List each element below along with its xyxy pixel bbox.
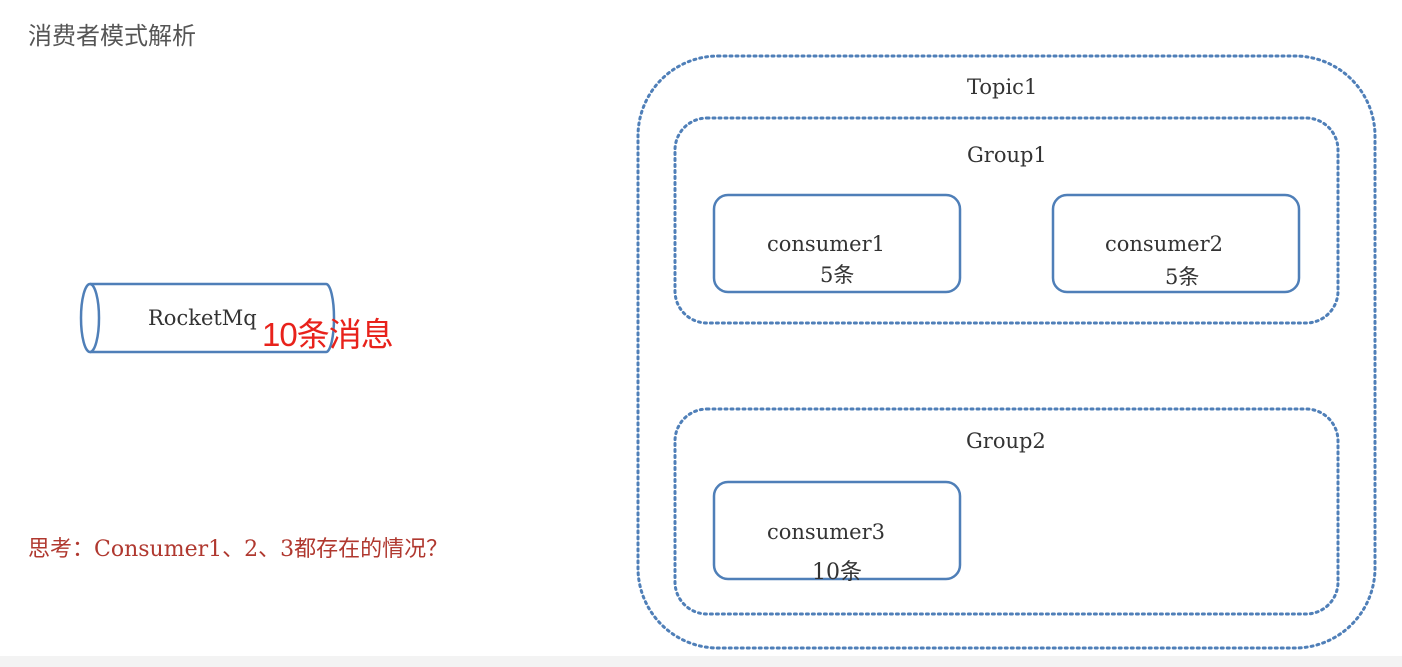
consumer1-count: 5条 xyxy=(820,263,855,287)
group1-container xyxy=(673,116,1340,325)
bottom-strip xyxy=(0,656,1402,667)
consumer1-name: consumer1 xyxy=(767,232,885,256)
consumer3-count: 10条 xyxy=(812,560,862,585)
consumer3-box xyxy=(712,480,962,581)
consumer2-count: 5条 xyxy=(1165,265,1200,289)
consumer1-box xyxy=(712,193,962,294)
group2-container xyxy=(673,407,1340,616)
topic1-label: Topic1 xyxy=(967,75,1038,99)
group2-label: Group2 xyxy=(966,429,1046,453)
rocketmq-label: RocketMq xyxy=(148,306,257,330)
rocketmq-cylinder xyxy=(79,282,336,354)
topic1-container xyxy=(636,54,1377,650)
consumer2-box xyxy=(1051,193,1301,294)
page-title: 消费者模式解析 xyxy=(28,23,196,50)
consumer2-name: consumer2 xyxy=(1105,232,1223,256)
question-text: 思考：Consumer1、2、3都存在的情况？ xyxy=(28,537,449,562)
consumer3-name: consumer3 xyxy=(767,520,885,544)
group1-label: Group1 xyxy=(967,143,1047,167)
rocketmq-message-count: 10条消息 xyxy=(262,316,394,353)
